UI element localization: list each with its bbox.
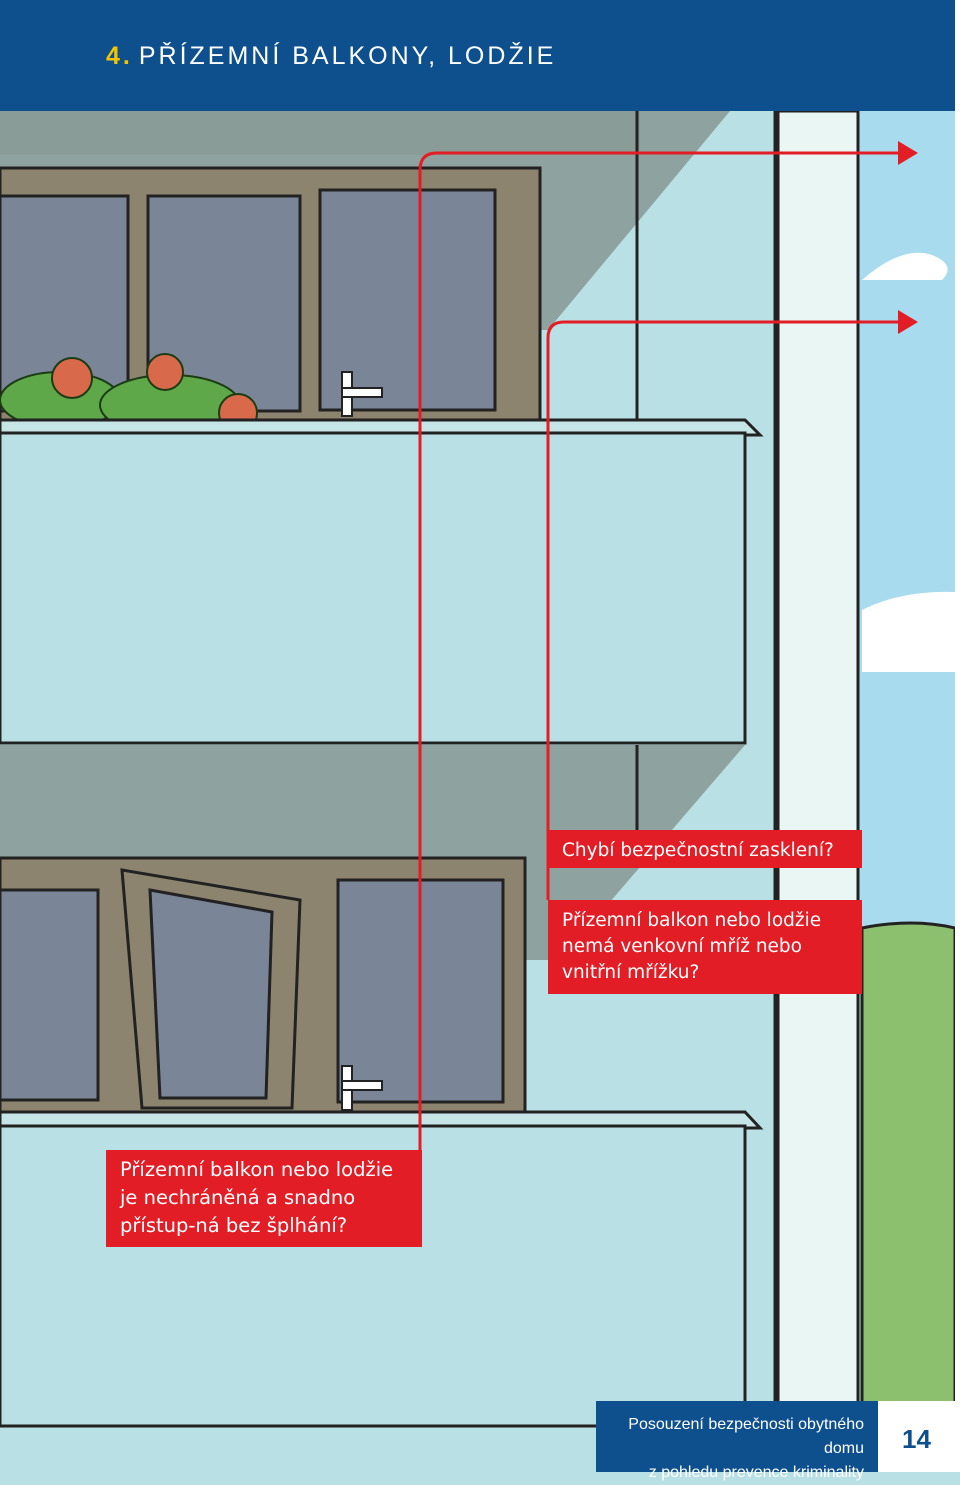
page-number: 14 [878, 1401, 955, 1472]
callout-access: Přízemní balkon nebo lodžie je nechráněn… [106, 1150, 422, 1247]
footer-line-2: z pohledu prevence kriminality [648, 1464, 864, 1481]
section-title-text: PŘÍZEMNÍ BALKONY, LODŽIE [138, 42, 557, 70]
balcony-illustration [0, 111, 955, 1428]
section-title: 4.PŘÍZEMNÍ BALKONY, LODŽIE [106, 42, 556, 71]
section-number: 4. [106, 42, 133, 70]
page-edge [955, 0, 960, 1472]
page-footer: Posouzení bezpečnosti obytného domu z po… [596, 1401, 955, 1481]
page-header: 4.PŘÍZEMNÍ BALKONY, LODŽIE [0, 0, 955, 111]
callout-glazing: Chybí bezpečnostní zasklení? [548, 830, 862, 868]
footer-title: Posouzení bezpečnosti obytného domu z po… [596, 1401, 878, 1481]
footer-line-1: Posouzení bezpečnosti obytného domu [628, 1416, 864, 1457]
callout-bars: Přízemní balkon nebo lodžie nemá venkovn… [548, 900, 862, 994]
